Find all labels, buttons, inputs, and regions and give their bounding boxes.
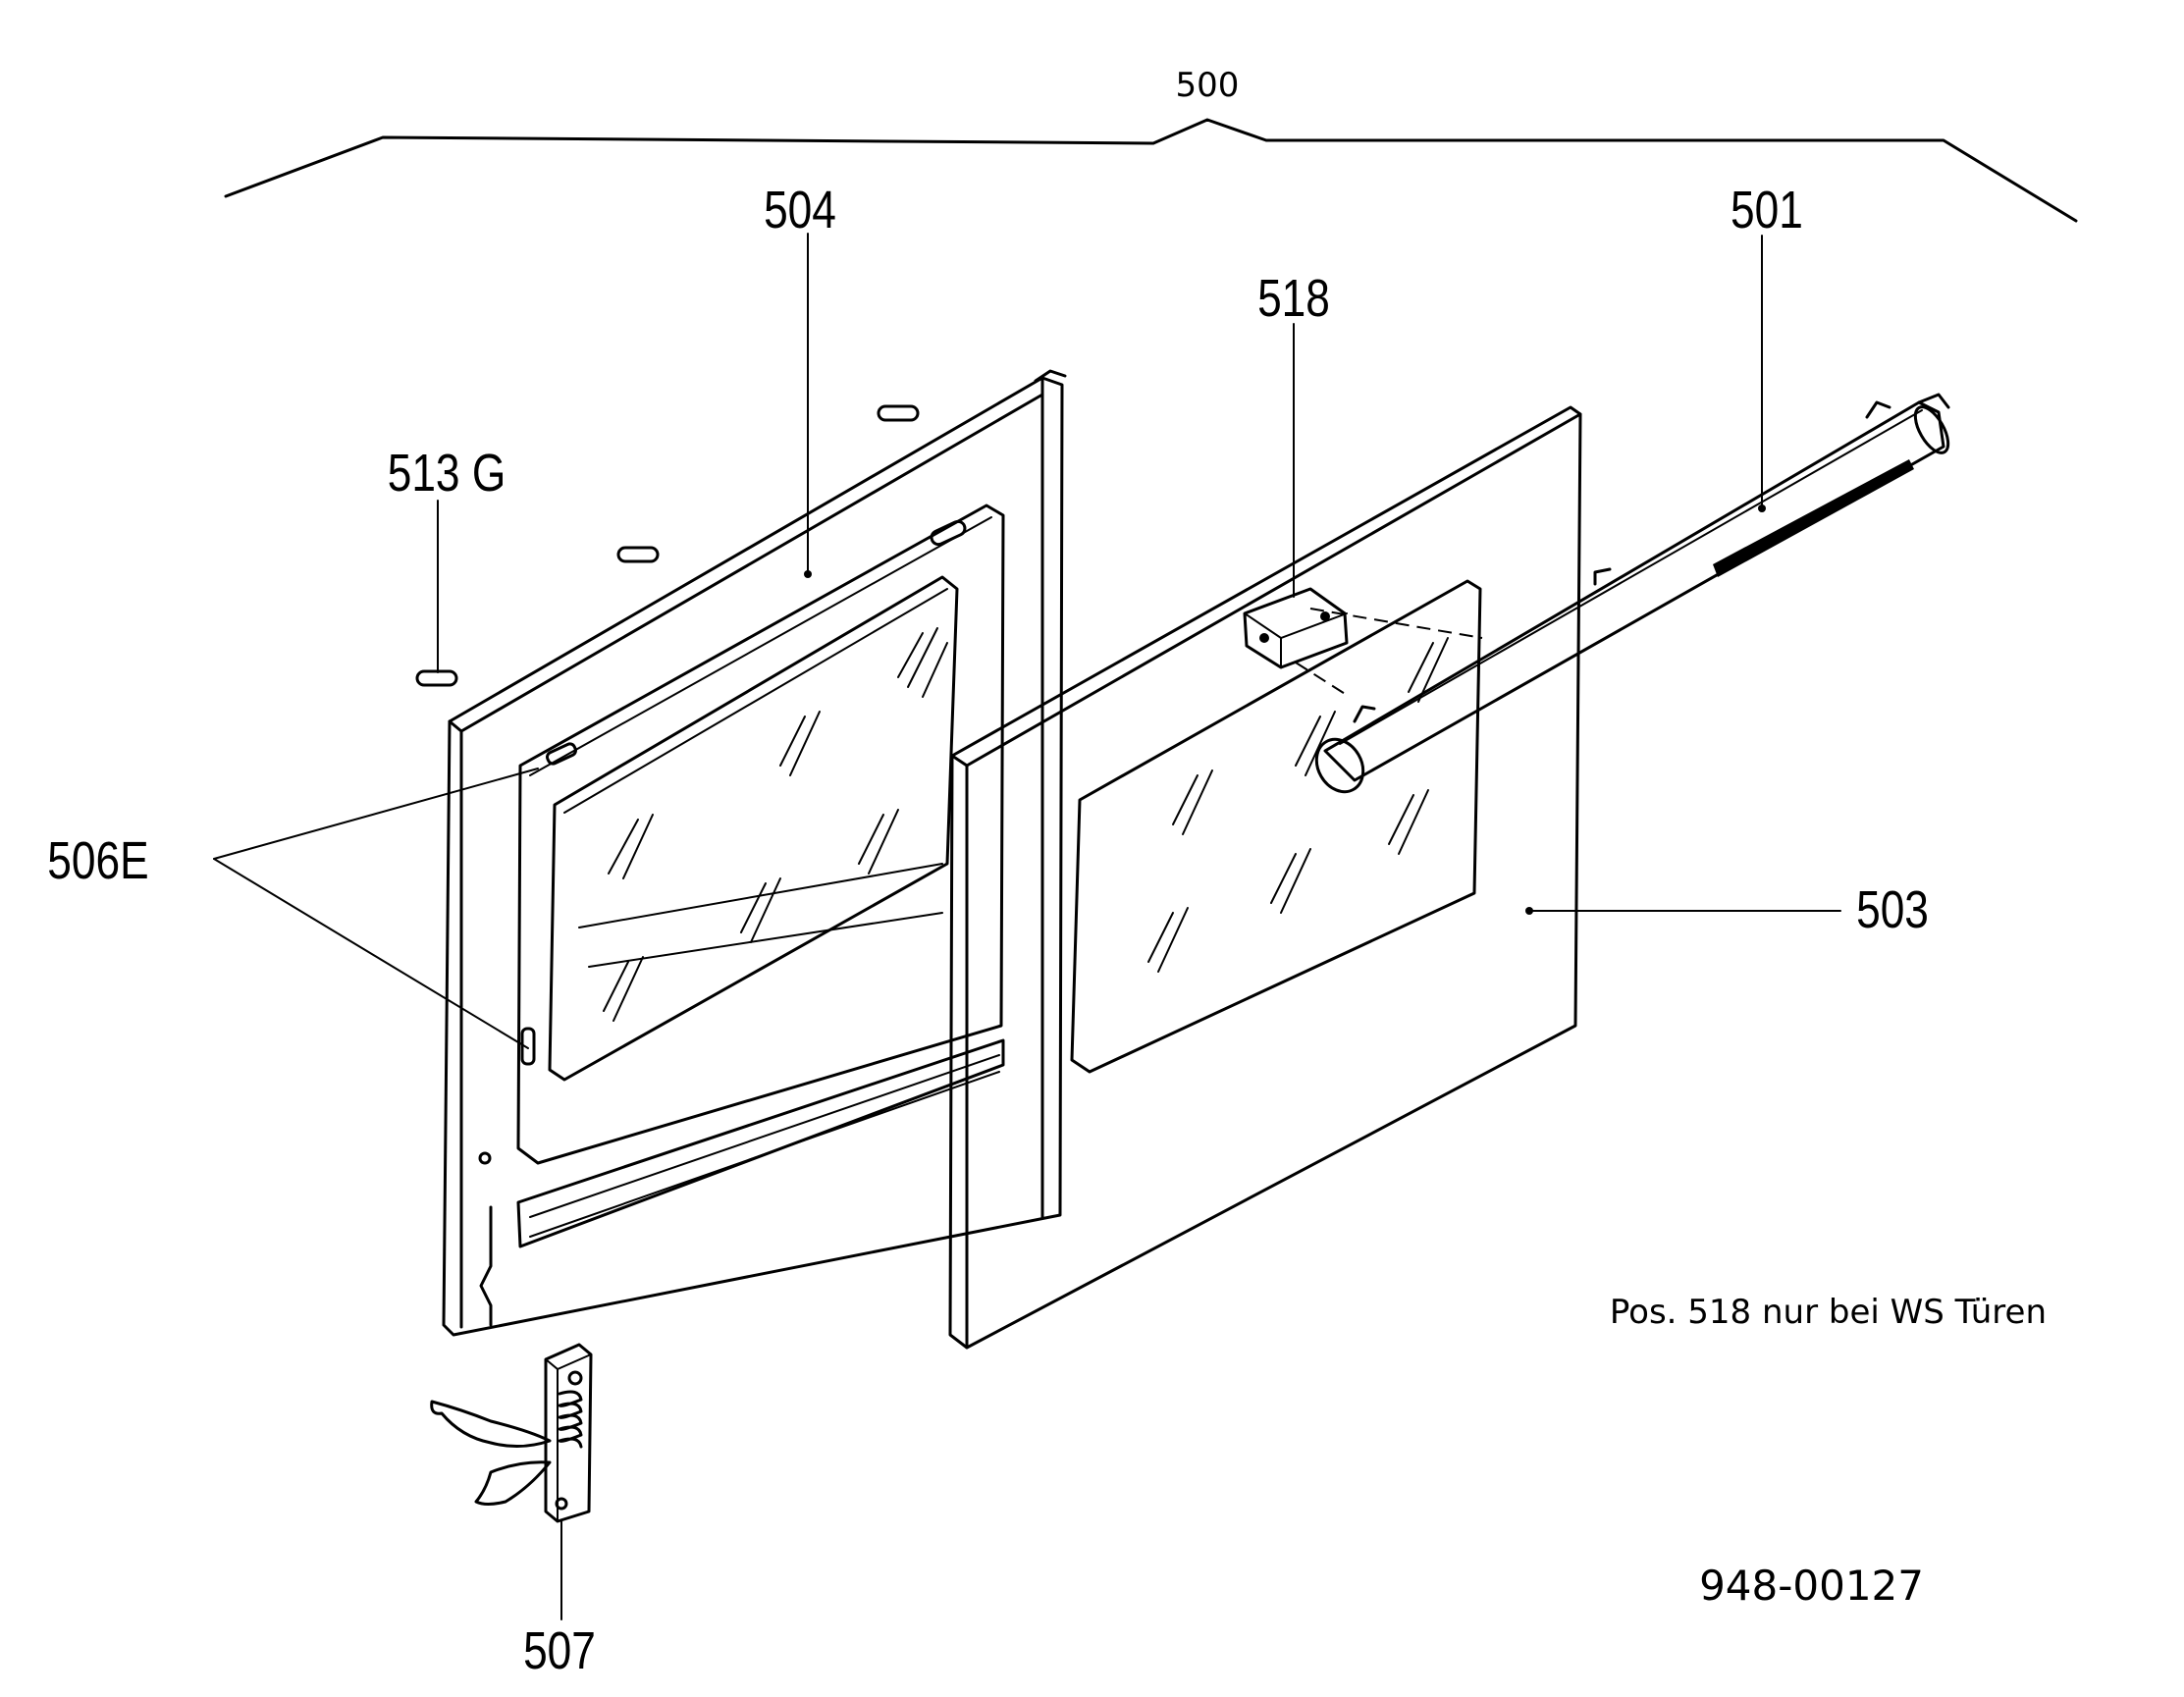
inner-door-panel	[442, 369, 1067, 1337]
drawing-number: 948-00127	[1699, 1562, 1924, 1610]
leader-lines	[213, 233, 1841, 1049]
assembly-brace	[224, 118, 2078, 223]
label-503: 503	[1856, 880, 1929, 939]
door-handle	[1314, 393, 1950, 794]
label-507: 507	[523, 1621, 596, 1680]
clip-lower	[520, 1027, 536, 1066]
label-504: 504	[764, 181, 836, 239]
glass-reflections-503	[1147, 637, 1449, 973]
label-506e: 506E	[47, 831, 148, 890]
glass-reflections-504	[603, 627, 948, 1022]
note-pos-518: Pos. 518 nur bei WS Türen	[1610, 1293, 2047, 1332]
label-518: 518	[1257, 269, 1330, 328]
clip-upper	[546, 742, 577, 766]
outer-door-panel	[948, 405, 1582, 1350]
hinge	[430, 1343, 593, 1620]
label-513g: 513 G	[388, 444, 506, 503]
label-500: 500	[1176, 66, 1240, 105]
label-501: 501	[1731, 181, 1803, 239]
handle-bracket	[1243, 587, 1349, 669]
